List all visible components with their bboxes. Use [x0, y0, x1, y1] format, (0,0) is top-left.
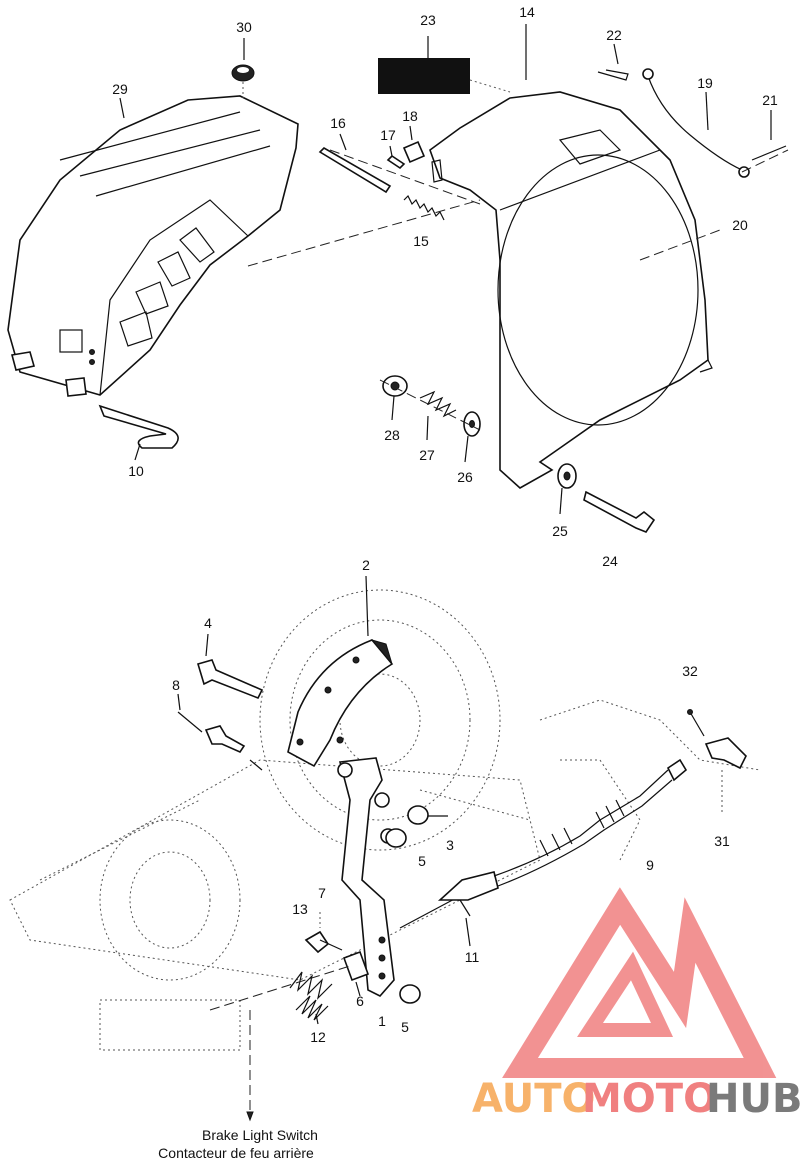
- bolt-part-24: [583, 490, 656, 533]
- bracket-part-31: [704, 737, 747, 770]
- label-part-2: 2: [362, 557, 370, 573]
- label-part-27: 27: [419, 447, 435, 463]
- caption-brake-light-switch-en: Brake Light Switch: [202, 1127, 318, 1143]
- label-part-31: 31: [714, 833, 730, 849]
- label-part-28: 28: [384, 427, 400, 443]
- watermark-inner-triangle-icon: [577, 951, 674, 1037]
- label-part-4: 4: [204, 615, 212, 631]
- screw-part-21: [751, 145, 787, 161]
- label-part-1: 1: [378, 1013, 386, 1029]
- watermark-text-moto: MOTO: [582, 1076, 717, 1122]
- bolt-part-8: [204, 725, 246, 754]
- adjuster-part-11: [459, 899, 471, 917]
- label-part-18: 18: [402, 108, 418, 124]
- watermark-text-auto: AUTO: [472, 1076, 596, 1122]
- label-part-14: 14: [519, 4, 535, 20]
- cap-part-18: [402, 140, 426, 164]
- label-part-5-upper: 5: [418, 853, 426, 869]
- watermark-triangle-icon: [502, 887, 777, 1078]
- label-part-9: 9: [646, 857, 654, 873]
- bracket-part-6: [342, 950, 370, 982]
- label-part-22: 22: [606, 27, 622, 43]
- sticker-part-23: [378, 58, 470, 94]
- nut-part-5-lower: [399, 984, 421, 1004]
- pin-part-17: [386, 154, 406, 170]
- label-part-16: 16: [330, 115, 346, 131]
- label-part-12: 12: [310, 1029, 326, 1045]
- watermark-text-hub: HUB: [706, 1076, 800, 1122]
- label-part-29: 29: [112, 81, 128, 97]
- shaft-part-16: [318, 147, 392, 194]
- grommet-part-30: [231, 64, 255, 98]
- label-part-20: 20: [732, 217, 748, 233]
- pin-part-32: [689, 711, 705, 737]
- bolt-part-4: [197, 659, 264, 700]
- label-part-8: 8: [172, 677, 180, 693]
- label-part-15: 15: [413, 233, 429, 249]
- label-part-3: 3: [446, 837, 454, 853]
- spring-part-27: [419, 390, 457, 418]
- nut-part-5-upper: [385, 828, 407, 848]
- hair-pin-part-22: [597, 69, 629, 81]
- label-part-25: 25: [552, 523, 568, 539]
- nut-part-28: [382, 375, 408, 397]
- washer-part-25: [557, 463, 577, 489]
- label-part-32: 32: [682, 663, 698, 679]
- label-part-10: 10: [128, 463, 144, 479]
- automotohub-watermark-logo: [502, 887, 777, 1078]
- guard-right-part-14: [429, 91, 713, 489]
- caption-brake-light-switch-fr: Contacteur de feu arrière: [158, 1145, 314, 1161]
- spring-part-12: [295, 995, 329, 1021]
- brake-pad-part-2: [287, 639, 394, 768]
- guard-left-part-29: [7, 95, 299, 397]
- label-part-11: 11: [465, 949, 480, 965]
- label-part-7: 7: [318, 885, 326, 901]
- label-part-5-lower: 5: [401, 1019, 409, 1035]
- label-part-19: 19: [697, 75, 713, 91]
- washer-part-26: [463, 411, 481, 437]
- clip-part-10: [98, 404, 179, 449]
- label-part-13: 13: [292, 901, 308, 917]
- ground-cable-part-19: [647, 75, 743, 171]
- label-part-24: 24: [602, 553, 618, 569]
- nut-part-3: [407, 805, 429, 825]
- spring-part-15: [403, 194, 445, 221]
- label-part-23: 23: [420, 12, 436, 28]
- label-part-17: 17: [380, 127, 396, 143]
- brake-cable-part-9: [399, 758, 688, 929]
- label-part-26: 26: [457, 469, 473, 485]
- label-part-6: 6: [356, 993, 364, 1009]
- label-part-21: 21: [762, 92, 778, 108]
- label-part-30: 30: [236, 19, 252, 35]
